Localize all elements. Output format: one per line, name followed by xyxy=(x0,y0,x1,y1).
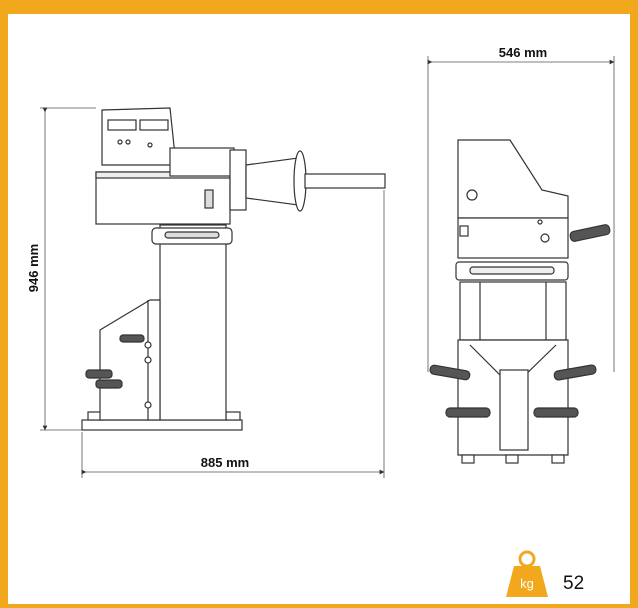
height-dimension-label: 946 mm xyxy=(26,244,41,292)
weight-unit-label: kg xyxy=(520,576,534,591)
side-accessory-box xyxy=(99,299,161,421)
front-view-drawing xyxy=(429,139,611,464)
side-display-panel xyxy=(101,107,177,166)
side-column xyxy=(159,224,227,421)
dimension-height xyxy=(40,107,96,431)
dimension-width xyxy=(427,56,615,372)
side-flange-cone xyxy=(245,157,299,206)
front-handle xyxy=(569,224,611,242)
front-head xyxy=(457,139,569,219)
side-holder-2 xyxy=(95,379,123,389)
side-view-drawing xyxy=(81,107,386,431)
weight-value: 52 xyxy=(563,573,585,594)
depth-dimension-label: 885 mm xyxy=(201,455,249,470)
side-flange xyxy=(293,150,307,212)
front-holder-left-lower xyxy=(445,407,491,418)
width-dimension-label: 546 mm xyxy=(499,45,547,60)
bottom-band xyxy=(0,604,638,608)
front-column xyxy=(459,281,567,341)
front-holder-left-upper xyxy=(429,364,471,381)
side-holder-1 xyxy=(85,369,113,379)
side-shaft-housing xyxy=(169,147,235,177)
side-shaft-plate xyxy=(229,149,247,211)
front-holder-right-upper xyxy=(553,364,597,381)
front-center-box xyxy=(499,369,529,451)
dimension-depth xyxy=(81,190,385,478)
side-shaft xyxy=(304,173,386,189)
front-head-lower xyxy=(457,217,569,259)
side-foot-right xyxy=(225,411,241,421)
front-holder-right-lower xyxy=(533,407,579,418)
side-base-foot xyxy=(81,419,243,431)
weight-kg-icon: kg xyxy=(506,550,548,597)
